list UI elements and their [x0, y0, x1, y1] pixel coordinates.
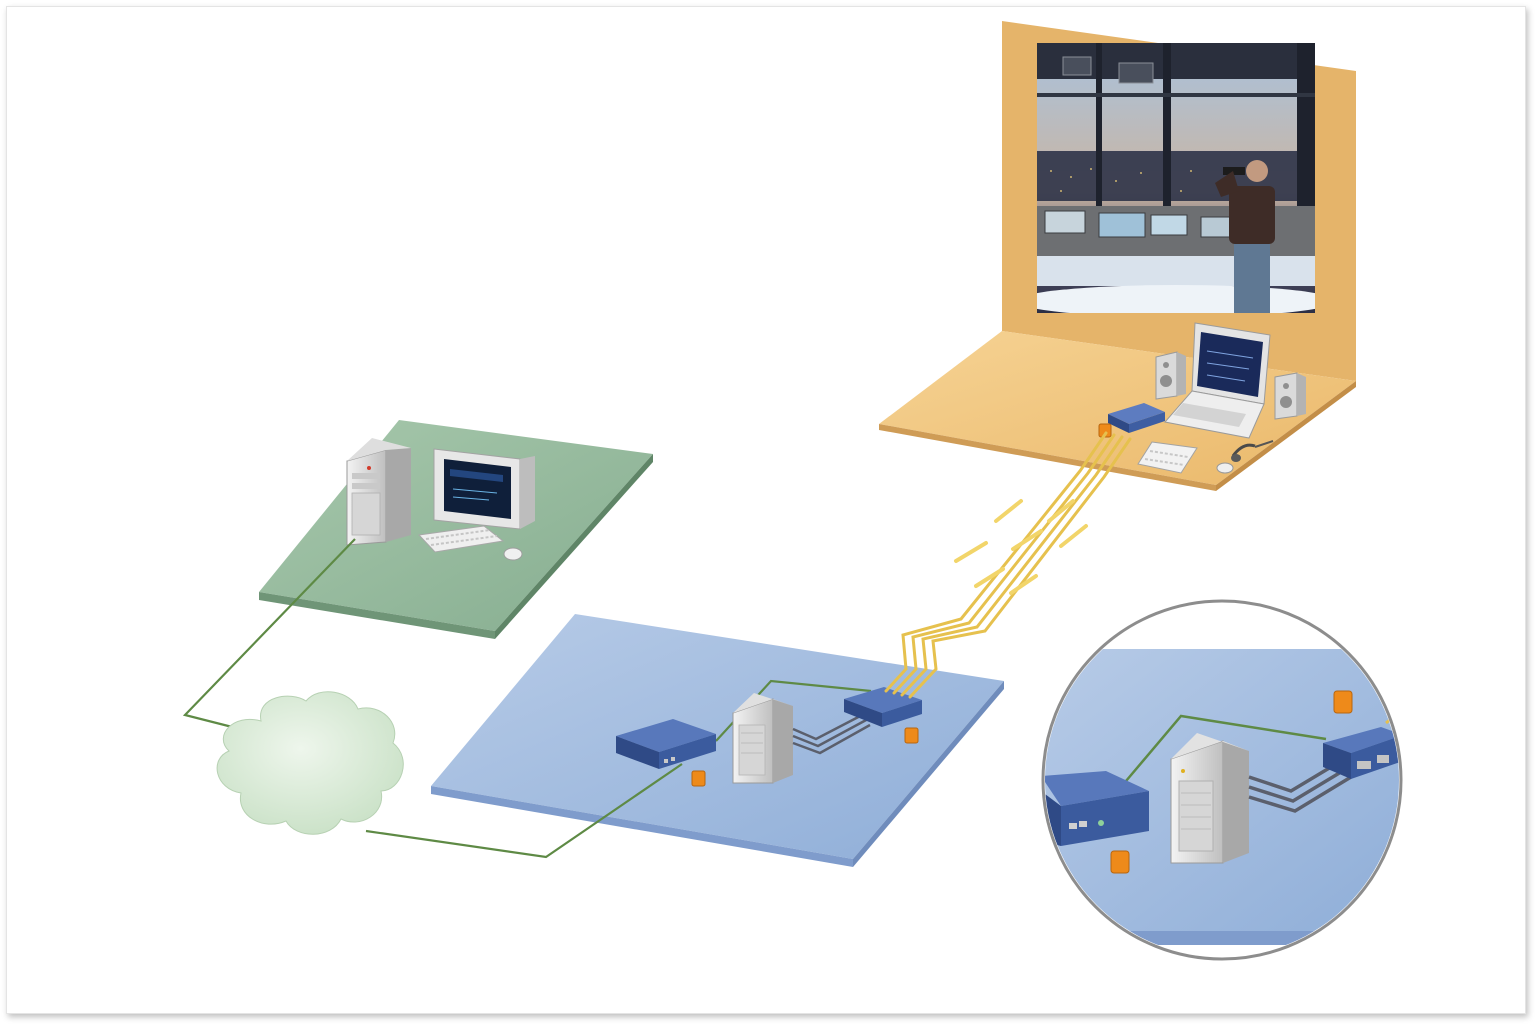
crt-monitor-icon: [433, 448, 535, 530]
network-cloud-icon: [216, 691, 404, 835]
ethernet-cable-workstation-to-cloud: [182, 538, 356, 733]
laptop-icon: [1164, 322, 1271, 439]
control-room-floor-side: [1216, 381, 1356, 491]
server-tower-icon: [346, 438, 411, 546]
keyboard-icon: [1137, 441, 1198, 474]
mouse-icon: [1216, 462, 1234, 474]
kvm-extender-icon: [616, 719, 716, 769]
detail-zoom-inset: [1041, 599, 1403, 961]
keyboard-icon: [417, 525, 505, 553]
kvm-cable-bundle: [1248, 759, 1352, 813]
control-room-photo: [1037, 43, 1315, 313]
mouse-icon: [503, 547, 523, 561]
kvm-extender-icon: [1108, 403, 1165, 433]
headset-icon: [1231, 440, 1274, 462]
port-badge-icon: [904, 727, 919, 744]
zoom-ethernet-cable: [1125, 714, 1327, 782]
fiber-data-packets: [954, 499, 1088, 595]
fiber-optic-bundle: [884, 431, 1132, 699]
blue-platform-side: [853, 681, 1004, 867]
speaker-icon: [1155, 351, 1186, 400]
control-room-floor-edge: [879, 424, 1216, 491]
speaker-icon: [1274, 372, 1306, 420]
server-tower-icon: [732, 693, 793, 784]
kvm-cable-bundle: [792, 711, 871, 755]
operator-figure: [1215, 160, 1275, 313]
kvm-extender-icon: [1045, 771, 1149, 846]
illustration-frame: [6, 6, 1526, 1014]
ethernet-cable-cloud-to-extender: [365, 763, 683, 859]
blue-platform-edge: [431, 786, 853, 867]
server-tower-icon: [1170, 733, 1249, 864]
green-platform-edge: [259, 592, 495, 639]
port-badge-icon: [1110, 850, 1130, 874]
kvm-network-diagram: [182, 21, 1403, 961]
server-room-platform: [431, 614, 1004, 867]
green-platform-side: [495, 454, 653, 639]
port-badge-icon: [1333, 690, 1353, 714]
blue-platform-top: [431, 614, 1004, 859]
kvm-extender-icon: [1323, 727, 1399, 779]
port-badge-icon: [691, 770, 706, 787]
